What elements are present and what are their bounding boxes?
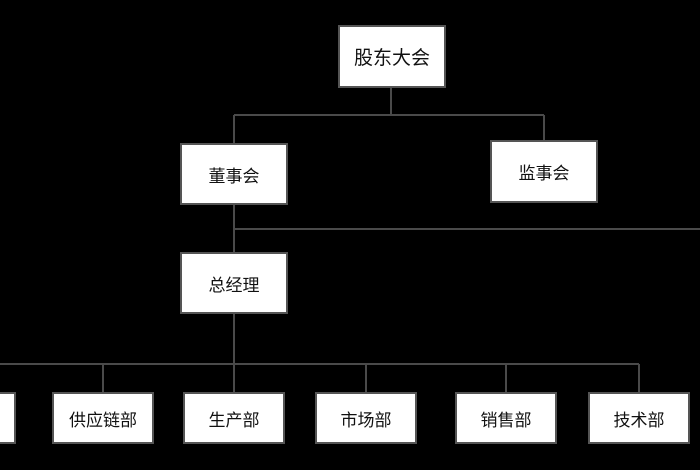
node-general-manager: 总经理 — [180, 252, 288, 314]
node-department: 销售部 — [455, 392, 557, 444]
node-department: 生产部 — [183, 392, 285, 444]
node-department: 供应链部 — [52, 392, 154, 444]
node-department: 技术部 — [588, 392, 690, 444]
node-label: 销售部 — [480, 410, 532, 431]
node-label: 股东大会 — [353, 47, 430, 69]
node-label: 总经理 — [208, 275, 260, 296]
node-board-of-directors: 董事会 — [180, 143, 288, 205]
node-supervisory-board: 监事会 — [490, 140, 598, 203]
node-partial-left — [0, 392, 16, 444]
node-label: 技术部 — [613, 410, 665, 431]
node-label: 董事会 — [208, 166, 260, 187]
node-label: 供应链部 — [69, 410, 137, 431]
node-shareholders-meeting: 股东大会 — [338, 25, 446, 88]
node-label: 市场部 — [340, 410, 392, 431]
node-department: 市场部 — [315, 392, 417, 444]
node-label: 生产部 — [208, 410, 260, 431]
node-label: 监事会 — [518, 164, 570, 184]
